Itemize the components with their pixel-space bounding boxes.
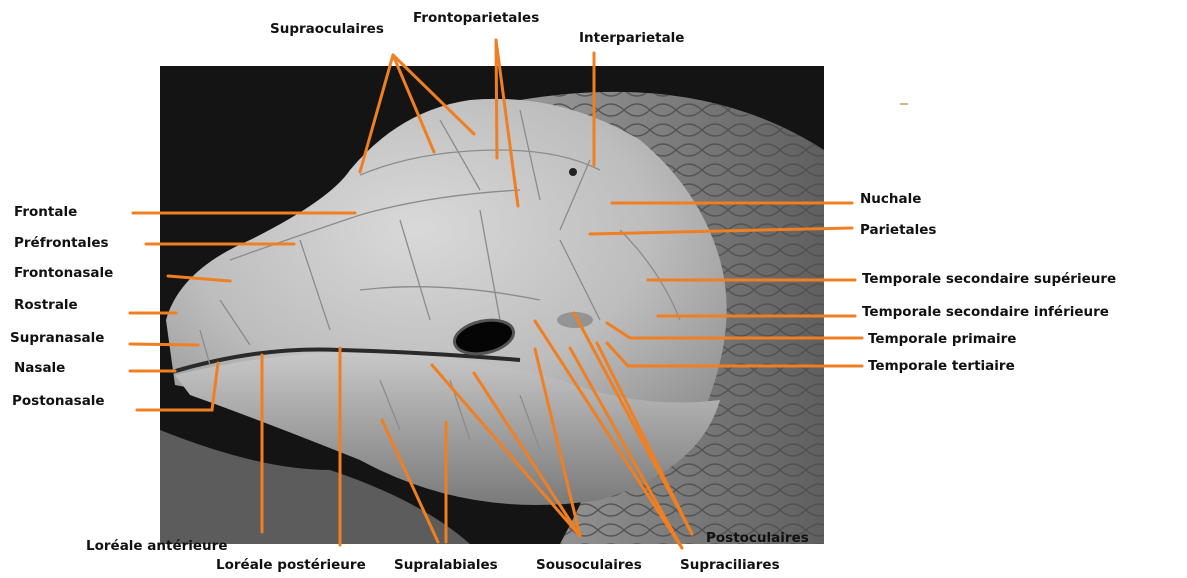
leader-supranasale xyxy=(130,344,198,345)
label-parietales: Parietales xyxy=(860,222,936,238)
label-temporale-primaire: Temporale primaire xyxy=(868,331,1016,347)
label-rostrale: Rostrale xyxy=(14,297,78,313)
label-interparietale: Interparietale xyxy=(579,30,684,46)
label-loreale-posterieure: Loréale postérieure xyxy=(216,557,366,573)
label-postonasale: Postonasale xyxy=(12,393,105,409)
label-sousoculaires: Sousoculaires xyxy=(536,557,642,573)
label-temporale-secondaire-inferieure: Temporale secondaire inférieure xyxy=(862,304,1109,320)
label-supranasale: Supranasale xyxy=(10,330,104,346)
specimen-photo xyxy=(160,66,824,544)
label-frontoparietales: Frontoparietales xyxy=(413,10,539,26)
label-loreale-anterieure: Loréale antérieure xyxy=(86,538,227,554)
label-frontale: Frontale xyxy=(14,204,77,220)
label-nasale: Nasale xyxy=(14,360,65,376)
label-frontonasale: Frontonasale xyxy=(14,265,113,281)
label-prefrontales: Préfrontales xyxy=(14,235,109,251)
label-temporale-secondaire-superieure: Temporale secondaire supérieure xyxy=(862,271,1116,287)
label-nuchale: Nuchale xyxy=(860,191,921,207)
label-supralabiales: Supralabiales xyxy=(394,557,498,573)
label-supraciliares: Supraciliares xyxy=(680,557,780,573)
label-postoculaires: Postoculaires xyxy=(706,530,809,546)
label-supraoculaires: Supraoculaires xyxy=(270,21,384,37)
label-temporale-tertiaire: Temporale tertiaire xyxy=(868,358,1015,374)
